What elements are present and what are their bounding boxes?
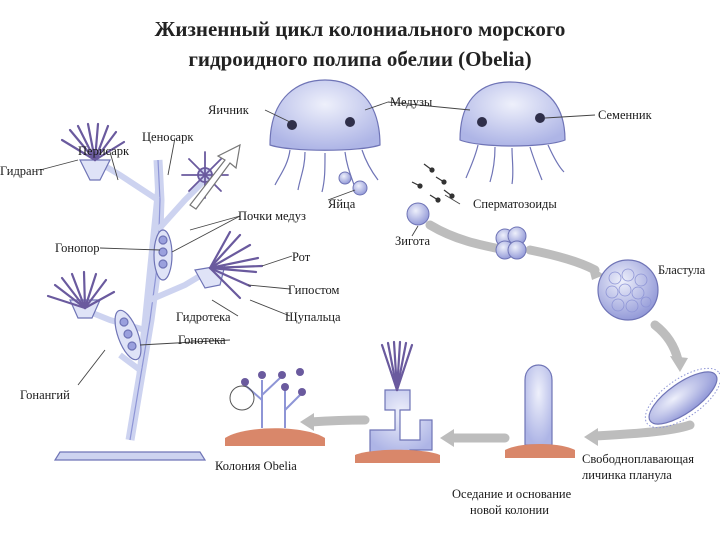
small-colony (225, 368, 325, 446)
label-eggs: Яйца (328, 197, 356, 211)
label-hydranth: Гидрант (0, 164, 44, 178)
settling-polyp (505, 364, 575, 458)
eggs (338, 171, 368, 196)
arrow-morula-to-blastula (525, 245, 600, 275)
label-coenosarc: Ценосарк (142, 130, 194, 144)
label-gonangium: Гонангий (20, 388, 70, 402)
arrow-polyp-to-colony (305, 415, 370, 427)
morula (495, 226, 527, 260)
young-polyp (355, 340, 440, 463)
release-arrow (189, 143, 241, 210)
arrow-planula-to-settling (590, 420, 695, 441)
label-testis: Семенник (598, 108, 652, 122)
arrow-blastula-to-planula (650, 320, 683, 365)
medusa-female (269, 79, 381, 193)
hydroid-colony (53, 157, 226, 461)
label-mouth: Рот (292, 250, 311, 264)
label-medusae: Медузы (390, 95, 433, 109)
hydrant-tentacles (46, 122, 264, 310)
zygote (406, 202, 430, 226)
label-perisarc: Перисарк (78, 144, 130, 158)
leader-lines (39, 101, 596, 386)
arrow-zygote-to-morula (425, 220, 510, 255)
title-line-2: гидроидного полипа обелии (Obelia) (188, 47, 532, 71)
blastula (597, 259, 659, 321)
label-blastula: Бластула (658, 263, 706, 277)
label-obelia-colony: Колония Obelia (215, 459, 297, 473)
label-settling-line-1: Оседание и основание (452, 487, 572, 501)
title-line-1: Жизненный цикл колониального морского (154, 17, 566, 41)
label-tentacles: Щупальца (285, 310, 341, 324)
label-planula-line-2: личинка планула (582, 468, 672, 482)
label-hypostome: Гипостом (288, 283, 340, 297)
label-planula-line-1: Свободноплавающая (582, 452, 694, 466)
medusa-male (459, 81, 566, 185)
cycle-arrowheads (300, 264, 688, 447)
label-sperm: Сперматозоиды (473, 197, 557, 211)
sperm-cells (411, 163, 455, 203)
label-ovary: Яичник (208, 103, 249, 117)
label-gonopore: Гонопор (55, 241, 100, 255)
label-medusa-buds: Почки медуз (238, 209, 306, 223)
label-gonotheca: Гонотека (178, 333, 226, 347)
label-hydrotheca: Гидротека (176, 310, 231, 324)
label-zygote: Зигота (395, 234, 431, 248)
label-settling-line-2: новой колонии (470, 503, 549, 517)
